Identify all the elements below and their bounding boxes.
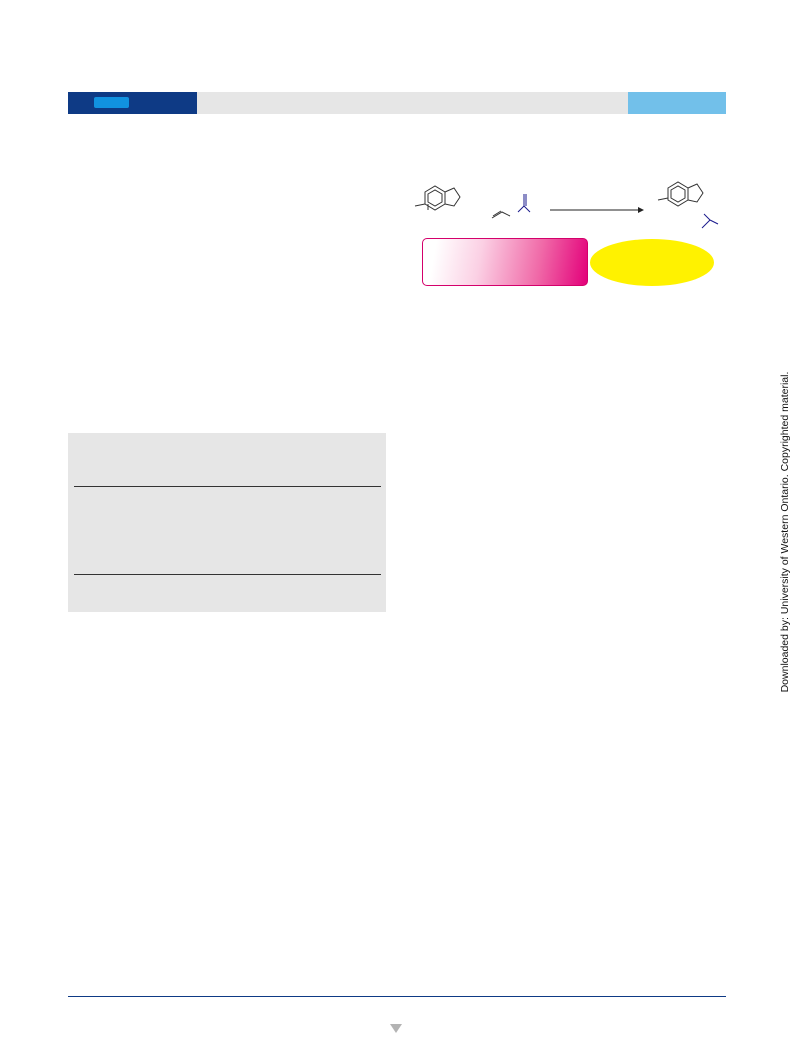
side-note: Downloaded by: University of Western Ont…: [779, 371, 791, 693]
gray-table-box: [68, 433, 386, 612]
table-top-rule: [74, 486, 381, 487]
table-bottom-rule: [74, 574, 381, 575]
indole-reactant: [414, 185, 461, 211]
down-triangle-icon: [390, 1024, 402, 1033]
reaction-arrow: [550, 207, 644, 213]
yellow-highlight-oval: [590, 239, 714, 286]
footer-rule: [68, 996, 726, 997]
header-band: [68, 92, 726, 114]
pink-highlight-box: [422, 238, 588, 286]
reaction-scheme: [414, 181, 719, 229]
header-right-block: [628, 92, 726, 114]
header-section-pill: [94, 97, 129, 108]
alkene-reactant: [491, 194, 531, 219]
header-section-block: [68, 92, 197, 114]
indole-product: [657, 181, 719, 229]
